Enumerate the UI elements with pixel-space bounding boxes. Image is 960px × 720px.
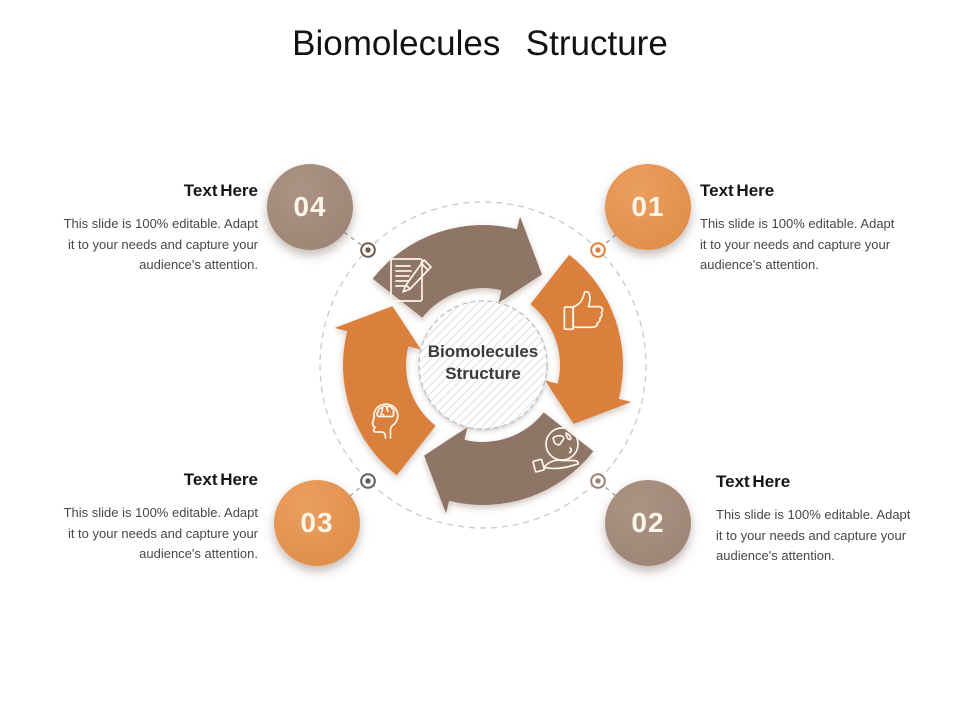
text-block-04: Text Here This slide is 100% editable. A… bbox=[57, 181, 258, 276]
text-block-02: Text Here This slide is 100% editable. A… bbox=[716, 472, 917, 567]
text-block-01-heading: Text Here bbox=[700, 181, 775, 200]
step-badge-04: 04 bbox=[267, 164, 353, 250]
step-badge-03: 03 bbox=[274, 480, 360, 566]
target-marker-04 bbox=[360, 242, 376, 258]
text-block-03-heading: Text Here bbox=[183, 470, 258, 489]
arrow-segment-top-left bbox=[372, 216, 542, 318]
document-edit-icon bbox=[390, 258, 432, 302]
target-marker-02 bbox=[590, 473, 606, 489]
text-block-01: Text Here This slide is 100% editable. A… bbox=[700, 181, 901, 276]
head-brain-icon bbox=[371, 403, 399, 439]
text-block-03-body: This slide is 100% editable. Adapt it to… bbox=[63, 505, 258, 562]
ring-icons bbox=[371, 258, 604, 473]
cycle-arrows bbox=[334, 216, 632, 514]
center-circle bbox=[418, 300, 548, 430]
text-block-02-body: This slide is 100% editable. Adapt it to… bbox=[716, 507, 911, 564]
arrow-segment-top-right bbox=[530, 254, 632, 424]
step-badge-01: 01 bbox=[605, 164, 691, 250]
globe-in-hand-icon bbox=[532, 427, 580, 473]
dashed-guide-circle bbox=[319, 201, 647, 529]
target-marker-03 bbox=[360, 473, 376, 489]
diagram-center-label: Biomolecules Structure bbox=[427, 342, 539, 384]
target-marker-01 bbox=[590, 242, 606, 258]
text-block-02-heading: Text Here bbox=[716, 472, 791, 491]
step-badge-02: 02 bbox=[605, 480, 691, 566]
arrow-segment-bottom-right bbox=[424, 412, 594, 514]
text-block-03: Text Here This slide is 100% editable. A… bbox=[57, 470, 258, 565]
target-markers bbox=[360, 242, 606, 489]
page-title: Biomolecules Structure bbox=[292, 24, 668, 63]
text-block-04-heading: Text Here bbox=[183, 181, 258, 200]
text-block-04-body: This slide is 100% editable. Adapt it to… bbox=[63, 216, 258, 273]
arrow-segment-bottom-left bbox=[334, 306, 436, 476]
thumbs-up-icon bbox=[563, 290, 604, 331]
text-block-01-body: This slide is 100% editable. Adapt it to… bbox=[700, 216, 895, 273]
